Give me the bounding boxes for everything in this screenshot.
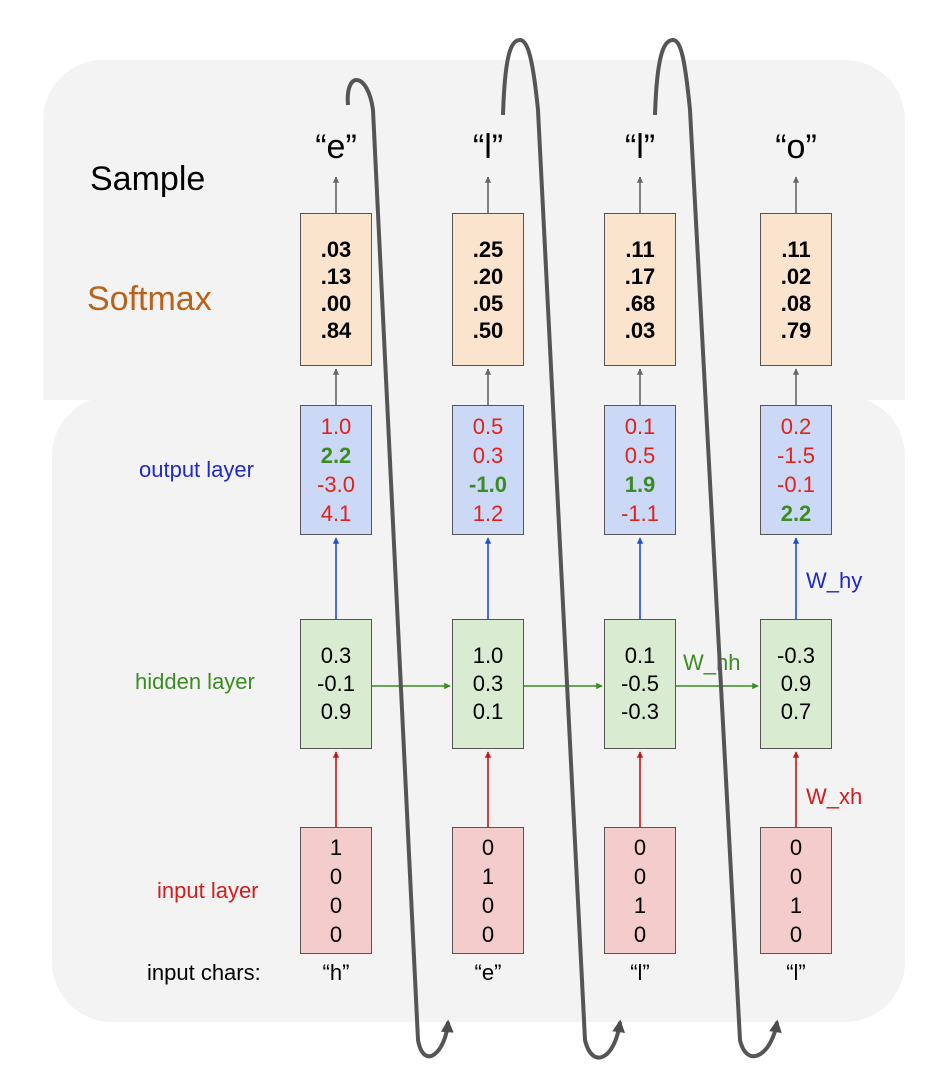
output-vector-1-value: 2.2 xyxy=(320,443,352,468)
softmax-vector-3-value: .11 xyxy=(625,236,655,262)
softmax-vector-2-value: .05 xyxy=(472,290,504,316)
softmax-vector-1-value: .03 xyxy=(320,236,352,262)
input-vector-2: 0 1 0 0 xyxy=(452,827,524,954)
softmax-vector-1: .03.13.00.84 xyxy=(300,213,372,366)
hidden-vector-1-value: 0.9 xyxy=(320,699,352,724)
softmax-vector-2-value: .50 xyxy=(472,317,504,343)
output-vector-4: 0.2 -1.5 -0.1 2.2 xyxy=(760,405,832,535)
hidden-vector-3: 0.1 -0.5 -0.3 xyxy=(604,619,676,749)
output-vector-4-value: -1.5 xyxy=(777,443,815,468)
hidden-vector-4-value: 0.7 xyxy=(780,699,812,724)
input-vector-3-value: 1 xyxy=(633,892,647,918)
input-char-4: “l” xyxy=(786,960,806,985)
output-vector-4-value: 2.2 xyxy=(780,501,812,526)
input-layer-label: input layer xyxy=(157,878,259,903)
input-vector-2-value: 1 xyxy=(481,863,495,889)
softmax-label: Softmax xyxy=(87,280,212,318)
output-vector-3: 0.1 0.5 1.9 -1.1 xyxy=(604,405,676,535)
input-char-2: “e” xyxy=(474,960,502,985)
hidden-vector-1-value: 0.3 xyxy=(320,643,352,668)
input-chars-label: input chars: xyxy=(147,960,261,985)
hidden-vector-2-value: 0.3 xyxy=(472,671,504,696)
input-vector-1: 1 0 0 0 xyxy=(300,827,372,954)
hidden-vector-3-value: 0.1 xyxy=(624,643,656,668)
input-vector-3-value: 0 xyxy=(633,863,647,889)
input-char-1: “h” xyxy=(322,960,350,985)
hidden-layer-label: hidden layer xyxy=(135,669,255,694)
softmax-vector-4-value: .02 xyxy=(780,263,812,289)
softmax-vector-1-value: .00 xyxy=(320,290,352,316)
softmax-vector-1-value: .13 xyxy=(320,263,352,289)
input-vector-2-value: 0 xyxy=(481,834,495,860)
softmax-vector-3-value: .03 xyxy=(624,317,656,343)
input-char-3: “l” xyxy=(630,960,650,985)
softmax-vector-3: .11.17.68.03 xyxy=(604,213,676,366)
input-vector-1-value: 1 xyxy=(329,834,343,860)
input-vector-1-value: 0 xyxy=(329,863,343,889)
input-vector-3-value: 0 xyxy=(633,834,647,860)
softmax-vector-4-value: .79 xyxy=(780,317,812,343)
sampled-char-3: “l” xyxy=(624,128,656,166)
input-vector-2-value: 0 xyxy=(481,892,495,918)
input-vector-4: 0 0 1 0 xyxy=(760,827,832,954)
output-vector-3-value: 1.9 xyxy=(624,472,656,497)
w-xh-label: W_xh xyxy=(806,784,863,809)
output-vector-2: 0.5 0.3 -1.0 1.2 xyxy=(452,405,524,535)
feedback-loop-arrow-3 xyxy=(653,37,782,1059)
softmax-vector-4-value: .11 xyxy=(781,236,811,262)
sampled-char-1: “e” xyxy=(315,128,357,166)
softmax-vector-2-value: .20 xyxy=(472,263,504,289)
output-vector-3-value: -1.1 xyxy=(621,501,659,526)
sample-label: Sample xyxy=(90,160,206,198)
hidden-vector-2: 1.0 0.3 0.1 xyxy=(452,619,524,749)
input-vector-1-value: 0 xyxy=(329,892,343,918)
input-vector-4-value: 0 xyxy=(789,863,803,889)
output-layer-label: output layer xyxy=(139,457,254,482)
output-vector-1-value: 1.0 xyxy=(320,414,352,439)
hidden-vector-2-value: 1.0 xyxy=(472,643,504,668)
output-vector-1-value: 4.1 xyxy=(320,501,352,526)
output-vector-4-value: -0.1 xyxy=(777,472,815,497)
hidden-vector-4: -0.3 0.9 0.7 xyxy=(760,619,832,749)
output-vector-3-value: 0.5 xyxy=(624,443,656,468)
output-vector-2-value: 1.2 xyxy=(472,501,504,526)
input-vector-2-value: 0 xyxy=(481,921,495,947)
softmax-vector-2-value: .25 xyxy=(472,236,504,262)
sampled-char-2: “l” xyxy=(472,128,504,166)
output-vector-3-value: 0.1 xyxy=(624,414,656,439)
hidden-vector-3-value: -0.3 xyxy=(621,699,659,724)
hidden-vector-1: 0.3 -0.1 0.9 xyxy=(300,619,372,749)
softmax-vector-3-value: .17 xyxy=(624,263,656,289)
output-vector-1-value: -3.0 xyxy=(317,472,355,497)
softmax-vector-1-value: .84 xyxy=(320,317,352,343)
hidden-vector-2-value: 0.1 xyxy=(472,699,504,724)
input-vector-4-value: 0 xyxy=(789,834,803,860)
softmax-vector-2: .25.20.05.50 xyxy=(452,213,524,366)
feedback-loop-arrow-1 xyxy=(345,78,454,1059)
output-vector-2-value: -1.0 xyxy=(469,472,507,497)
output-vector-1: 1.0 2.2 -3.0 4.1 xyxy=(300,405,372,535)
input-vector-4-value: 0 xyxy=(789,921,803,947)
output-vector-2-value: 0.3 xyxy=(472,443,504,468)
hidden-vector-3-value: -0.5 xyxy=(621,671,659,696)
input-vector-3-value: 0 xyxy=(633,921,647,947)
softmax-vector-3-value: .68 xyxy=(624,290,656,316)
w-hh-label: W_hh xyxy=(683,650,741,675)
hidden-vector-4-value: 0.9 xyxy=(780,671,812,696)
softmax-vector-4: .11.02.08.79 xyxy=(760,213,832,366)
input-vector-1-value: 0 xyxy=(329,921,343,947)
output-vector-4-value: 0.2 xyxy=(780,414,812,439)
hidden-vector-4-value: -0.3 xyxy=(777,643,815,668)
output-vector-2-value: 0.5 xyxy=(472,414,504,439)
input-vector-3: 0 0 1 0 xyxy=(604,827,676,954)
w-hy-label: W_hy xyxy=(806,568,863,593)
sampled-char-4: “o” xyxy=(775,128,817,166)
feedback-loop-arrow-2 xyxy=(501,37,626,1060)
softmax-vector-4-value: .08 xyxy=(780,290,812,316)
input-vector-4-value: 1 xyxy=(789,892,803,918)
hidden-vector-1-value: -0.1 xyxy=(317,671,355,696)
